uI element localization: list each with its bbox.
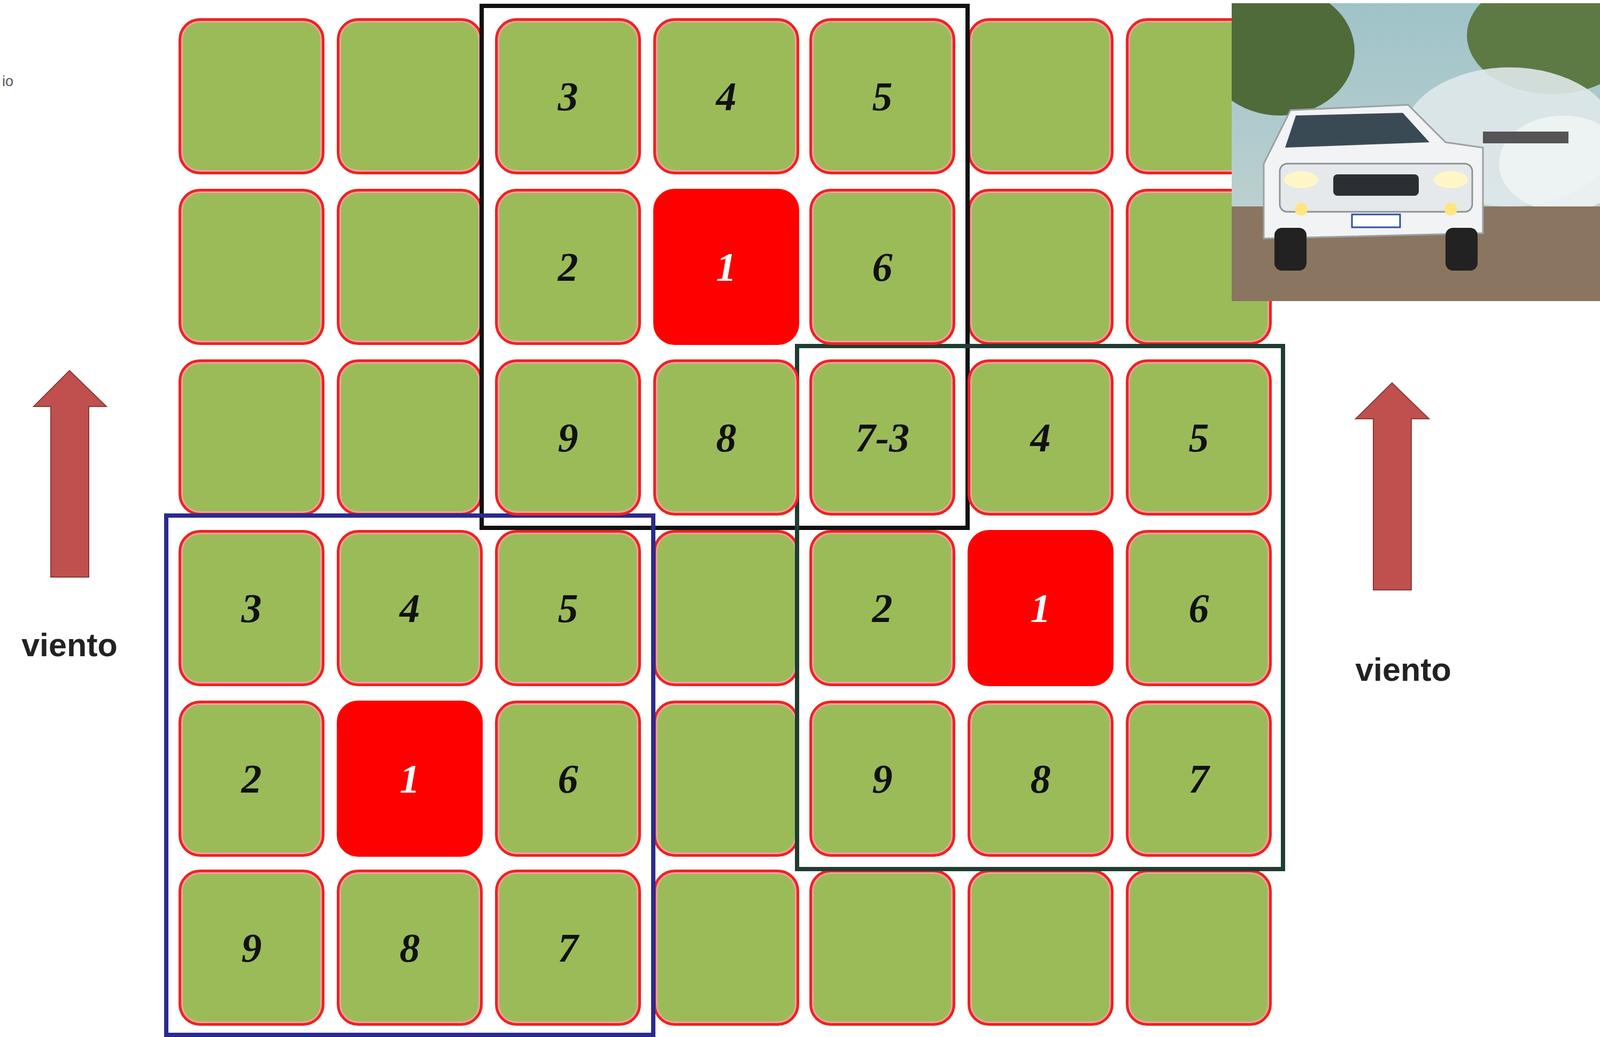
cell-number: 9 (558, 414, 579, 461)
empty-cell (967, 869, 1114, 1026)
cell-number: 4 (1030, 414, 1051, 461)
cell-number: 2 (872, 584, 893, 632)
empty-cell (336, 188, 483, 345)
empty-cell (336, 18, 483, 175)
empty-cell (336, 359, 483, 516)
numbered-cell: 9 (178, 869, 325, 1026)
cell-number: 3 (558, 73, 579, 120)
group-frame (797, 345, 1283, 869)
cell-number: 1 (1030, 584, 1051, 632)
cell-number: 5 (872, 73, 893, 120)
wind-arrow (33, 370, 107, 577)
cell-number: 9 (241, 924, 262, 971)
numbered-cell: 2 (178, 700, 325, 857)
cell-number: 6 (872, 243, 893, 291)
numbered-cell: 6 (1125, 529, 1272, 686)
cell-number: 2 (241, 755, 262, 802)
truck-photo (1231, 3, 1600, 301)
group-frame (166, 515, 654, 1035)
numbered-cell: 4 (336, 529, 483, 686)
cell-number: 7 (558, 924, 579, 971)
numbered-cell: 7-3 (809, 359, 956, 516)
empty-cell (1125, 869, 1272, 1026)
numbered-cell: 6 (495, 700, 641, 857)
numbered-cell: 5 (809, 18, 956, 175)
numbered-cell: 7 (495, 869, 641, 1026)
wind-label: viento (21, 625, 118, 664)
wind-label: viento (1355, 650, 1452, 689)
cell-number: 7 (1188, 755, 1210, 802)
cell-number: 4 (399, 584, 421, 632)
empty-cell (178, 18, 325, 175)
numbered-cell: 2 (809, 529, 956, 686)
numbered-cell: 8 (336, 869, 483, 1026)
cell-number: 4 (716, 73, 737, 120)
empty-cell (653, 529, 800, 686)
cell-number: 8 (1030, 755, 1051, 802)
empty-cell (653, 700, 800, 857)
empty-cell (178, 359, 325, 516)
cell-number: 8 (399, 924, 421, 971)
numbered-cell: 4 (967, 359, 1114, 516)
source-cell: 1 (967, 529, 1114, 686)
wind-arrow (1355, 382, 1429, 590)
numbered-cell: 9 (809, 700, 956, 857)
numbered-cell: 9 (495, 359, 641, 516)
cell-number: 5 (558, 584, 579, 632)
empty-cell (178, 188, 325, 345)
cell-number: 9 (872, 755, 893, 802)
source-cell: 1 (336, 700, 483, 857)
numbered-cell: 3 (495, 18, 641, 175)
cell-number: 1 (399, 755, 421, 802)
numbered-cell: 7 (1125, 700, 1272, 857)
group-frame (481, 5, 968, 528)
numbered-cell: 5 (495, 529, 641, 686)
cell-number: 8 (716, 414, 737, 461)
cell-number: 2 (558, 243, 579, 291)
cell-number: 5 (1188, 414, 1210, 461)
numbered-cell: 5 (1125, 359, 1272, 516)
empty-cell (967, 18, 1114, 175)
numbered-cell: 3 (178, 529, 325, 686)
cell-number: 6 (558, 755, 579, 802)
empty-cell (809, 869, 956, 1026)
corner-text: io (2, 73, 14, 90)
numbered-cell: 8 (967, 700, 1114, 857)
cell-number: 3 (241, 584, 262, 632)
numbered-cell: 4 (653, 18, 800, 175)
source-cell: 1 (653, 188, 800, 345)
cell-number: 6 (1188, 584, 1210, 632)
numbered-cell: 8 (653, 359, 800, 516)
numbered-cell: 6 (809, 188, 956, 345)
cell-number: 1 (716, 243, 737, 291)
numbered-cell: 2 (495, 188, 641, 345)
empty-cell (653, 869, 800, 1026)
cell-number: 7-3 (855, 414, 910, 461)
empty-cell (967, 188, 1114, 345)
